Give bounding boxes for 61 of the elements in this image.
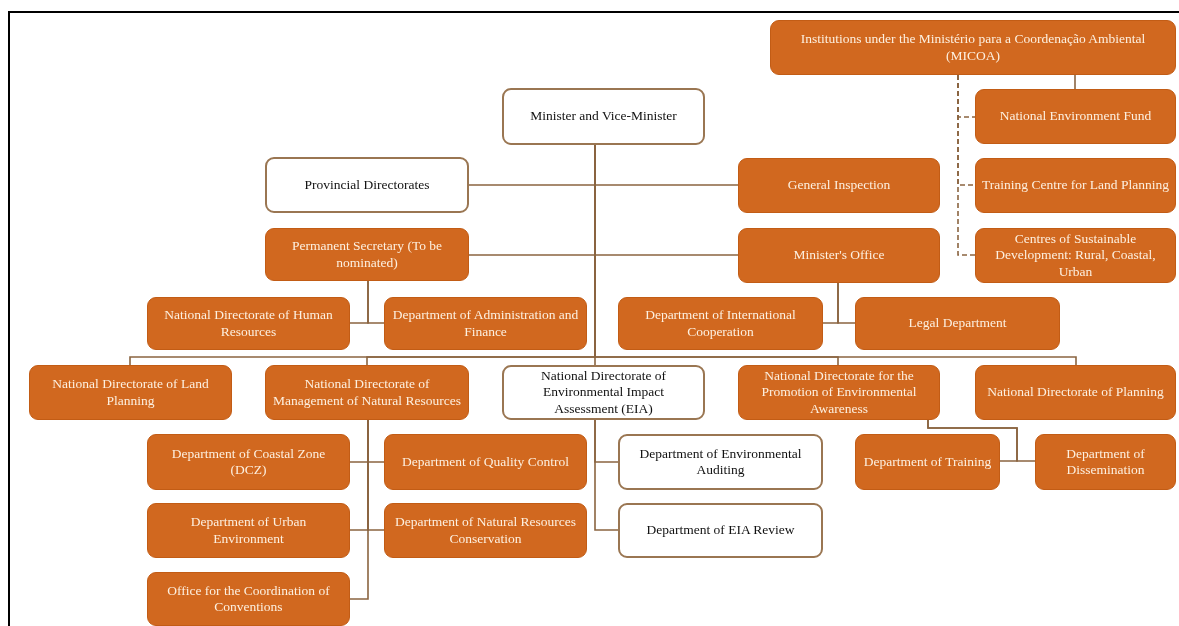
connector-line [957,74,976,256]
department-box [738,228,940,283]
department-box [384,297,587,350]
unit-name: Institutions under the Ministério para a Coordenação Ambiental (MICOA) [799,31,1147,64]
unit-name: Minister's Office [793,247,885,264]
unit-name: Department of EIA Review [646,522,795,539]
unit-name: National Directorate for the Promotion of Environmental Awareness [760,368,918,417]
unit-name: Department of Urban Environment [189,514,308,547]
department-box [147,572,350,626]
unit-name: National Directorate of Land Planning [51,376,210,409]
department-box [384,503,587,558]
department-box [147,434,350,490]
unit-name: National Directorate of Human Resources [163,307,334,340]
unit-name: Provincial Directorates [304,176,430,194]
department-box [738,365,940,420]
unit-name: National Directorate of Management of Natural Resources [272,376,462,409]
connector-line [1074,74,1076,90]
unit-name: Department of Administration and Finance [391,307,580,340]
department-box [265,365,469,420]
department-box [975,89,1176,144]
department-box [975,365,1176,420]
department-box [738,158,940,213]
department-box [147,503,350,558]
unit-name: National Directorate of Planning [987,384,1164,401]
unit-name: National Directorate of Environmental Impact Assessment (EIA) [539,368,668,417]
department-box [855,297,1060,350]
unit-name: Permanent Secretary (To be nominated) [290,238,444,271]
department-box [265,228,469,281]
department-box [770,20,1176,75]
unit-name: Office for the Coordination of Conventions [166,582,331,616]
unit-name: Centres of Sustainable Development: Rural, Coastal, Urban [994,231,1157,280]
connector-line [349,419,369,600]
unit-box [618,434,823,490]
unit-box [502,365,705,420]
department-box [384,434,587,490]
department-box [1035,434,1176,490]
connector-line [594,419,619,531]
unit-box [265,157,469,213]
unit-name: Department of Coastal Zone (DCZ) [170,445,327,479]
connector-line [837,282,856,324]
unit-name: Legal Department [908,315,1007,332]
unit-name: Department of Natural Resources Conservation [393,514,578,547]
unit-box [618,503,823,558]
unit-name: Training Centre for Land Planning [982,177,1169,194]
department-box [975,158,1176,213]
unit-box [502,88,705,145]
department-box [618,297,823,350]
connector-line [367,280,385,324]
unit-name: Department of International Cooperation [644,307,797,340]
department-box [29,365,232,420]
connector-line [927,419,1036,462]
unit-name: Department of Dissemination [1065,445,1146,479]
unit-name: General Inspection [787,177,891,194]
unit-name: Department of Quality Control [402,453,569,471]
unit-name: Department of Training [863,453,992,471]
department-box [975,228,1176,283]
unit-name: Department of Environmental Auditing [638,445,803,479]
unit-name: Minister and Vice-Minister [530,108,677,125]
unit-name: National Environment Fund [999,108,1152,125]
department-box [855,434,1000,490]
department-box [147,297,350,350]
